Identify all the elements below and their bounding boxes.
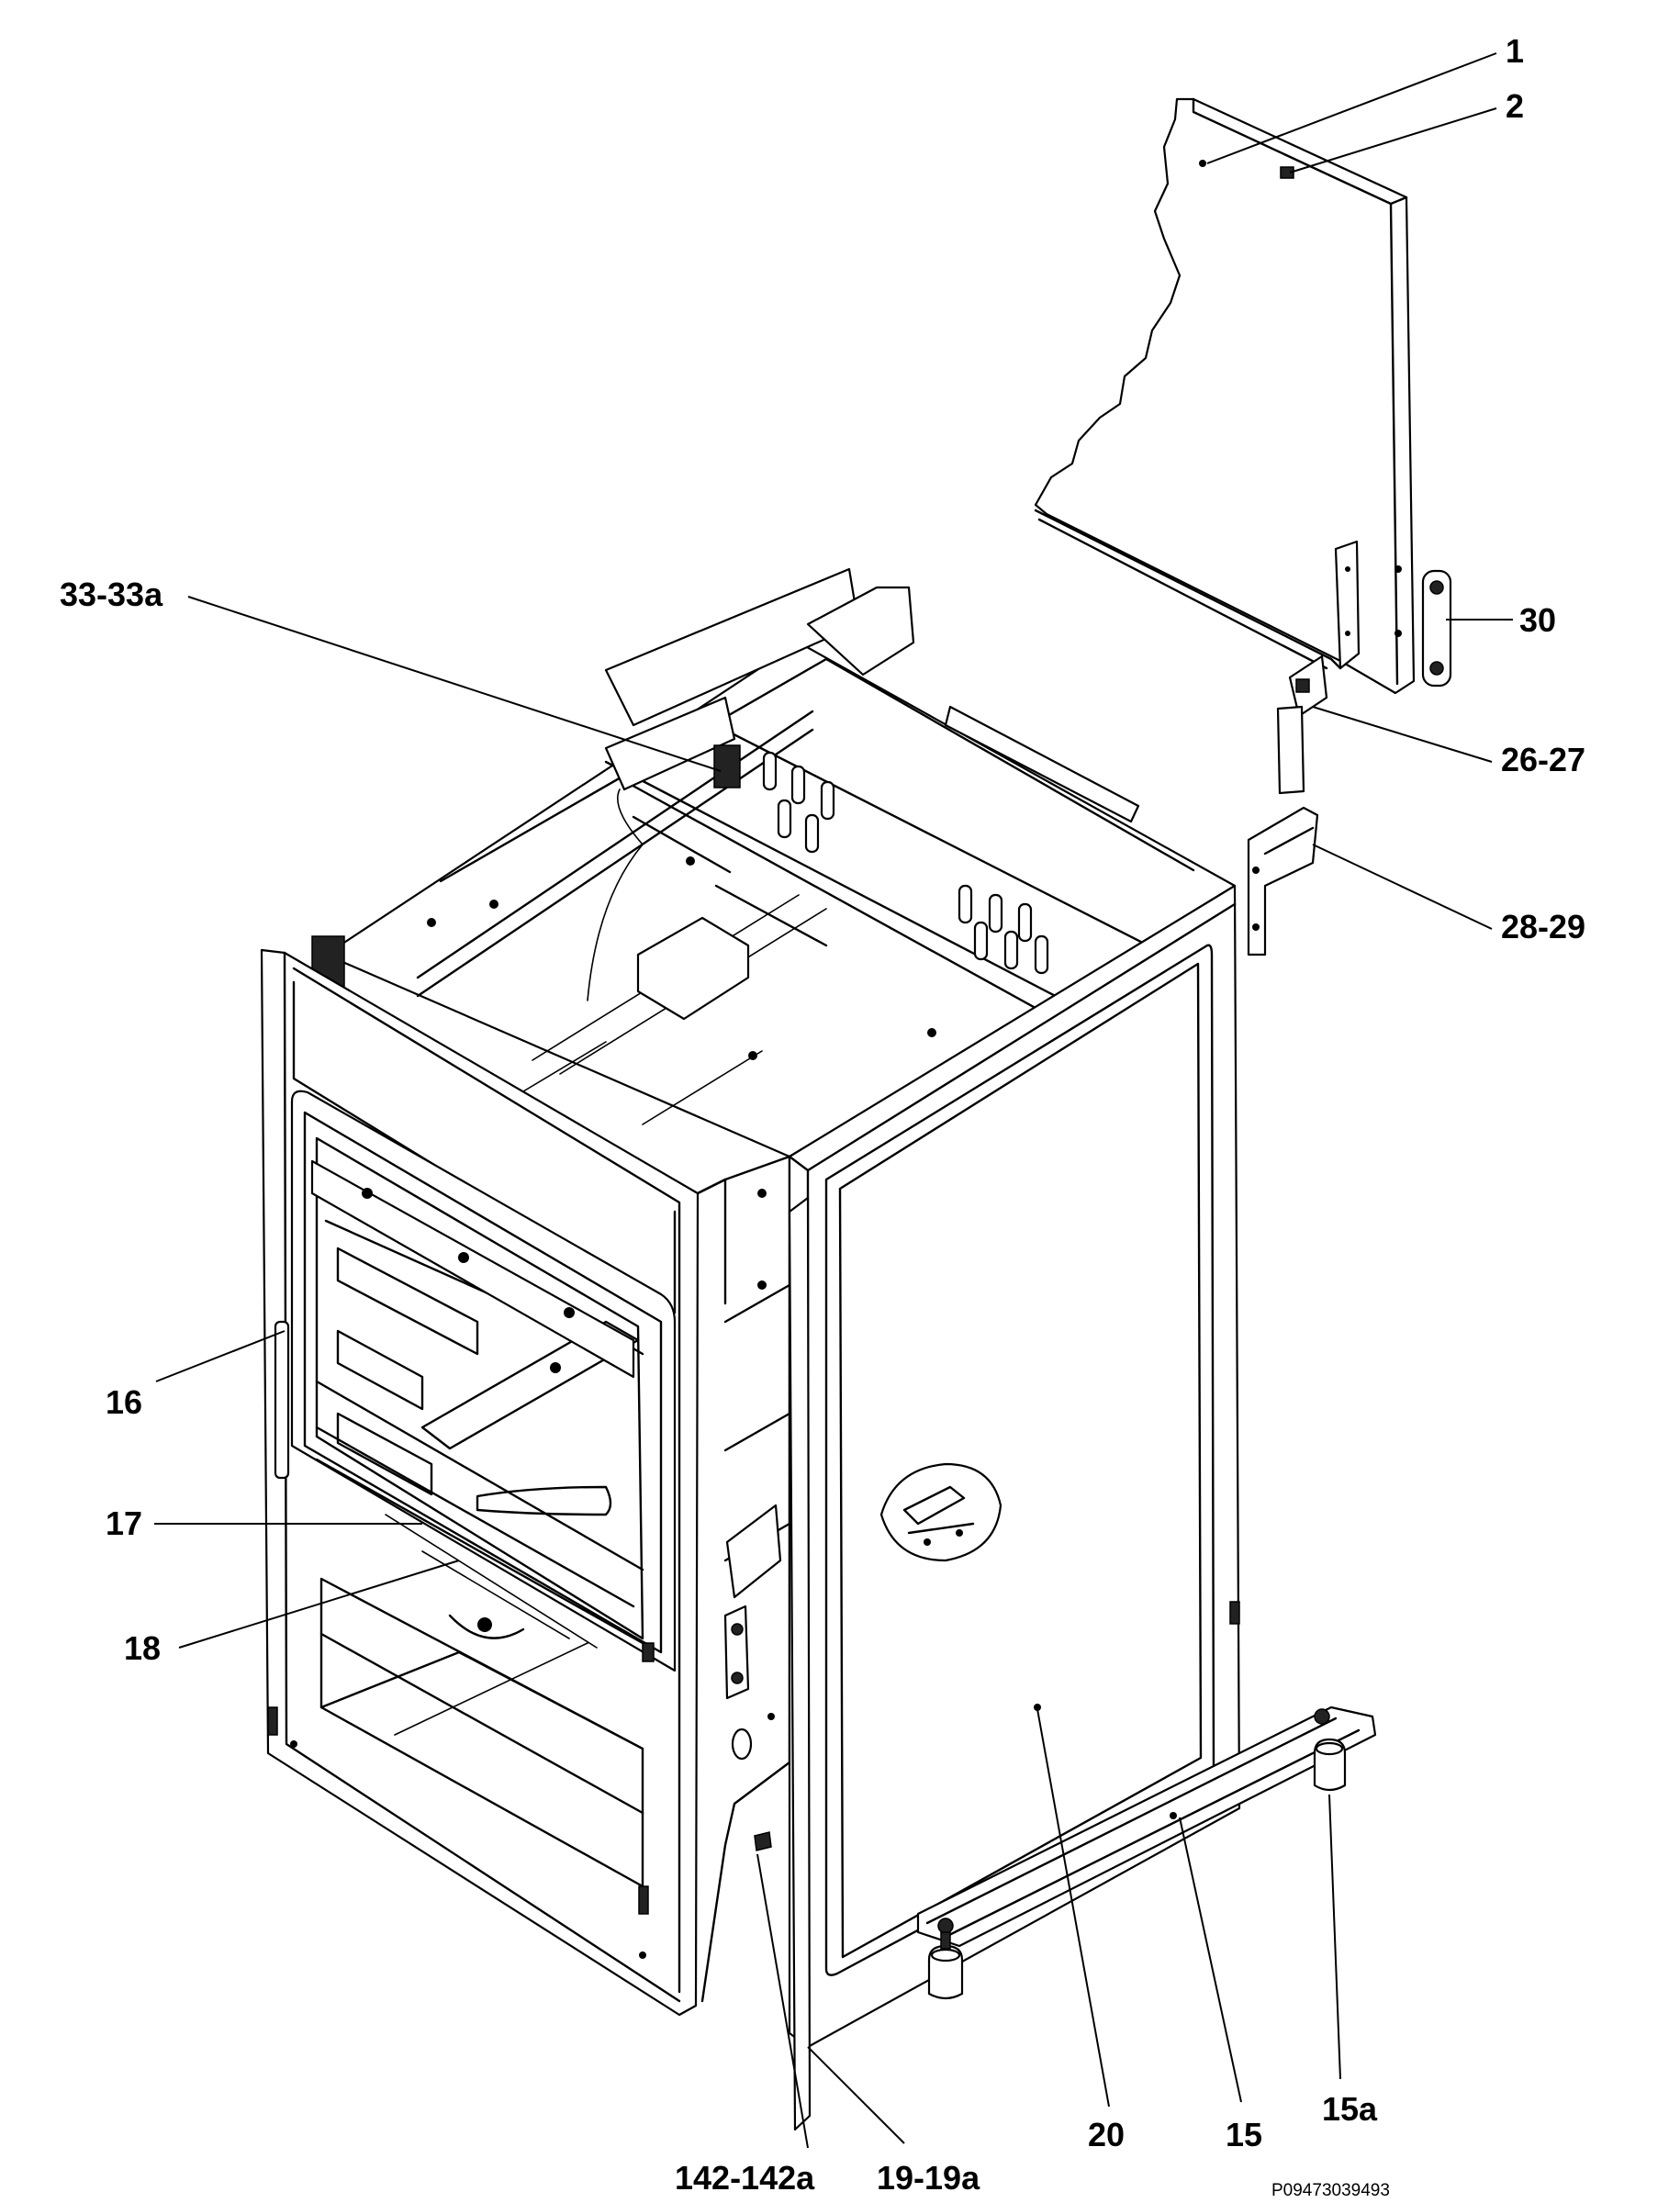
callout-33-33a: 33-33a [60,576,163,613]
callout-labels: 1 2 30 26-27 28-29 33-33a 16 17 18 20 15… [60,32,1585,2200]
oven-top-frame [311,567,1237,1158]
adjustable-foot [927,1738,1347,2000]
callout-15: 15 [1226,2116,1262,2153]
oven-side-inner [696,1155,791,2003]
callout-1: 1 [1506,32,1524,70]
hinge-part-142-142a [723,1605,772,1851]
callout-2: 2 [1506,87,1524,125]
callout-18: 18 [124,1629,161,1667]
drawing-code: P09473039493 [1271,2181,1390,2200]
callout-16: 16 [106,1383,142,1421]
back-panel [1034,97,1416,695]
oven-front-frame [260,948,727,2017]
hinge-part-30 [1421,569,1452,688]
callout-28-29: 28-29 [1501,908,1585,945]
callout-26-27: 26-27 [1501,741,1585,778]
side-strip-part-19-19a [788,1196,812,2131]
callout-20: 20 [1088,2116,1125,2153]
leader-lines [154,52,1513,2149]
callout-30: 30 [1519,601,1556,639]
foot-rail [916,1705,1377,1948]
callout-17: 17 [106,1504,142,1542]
side-panel [788,884,1241,2049]
callout-19-19a: 19-19a [877,2159,980,2197]
callout-142-142a: 142-142a [675,2159,815,2197]
bracket-part-26-27 [1276,654,1328,795]
bracket-part-28-29 [1247,806,1319,956]
callout-15a: 15a [1322,2090,1378,2128]
